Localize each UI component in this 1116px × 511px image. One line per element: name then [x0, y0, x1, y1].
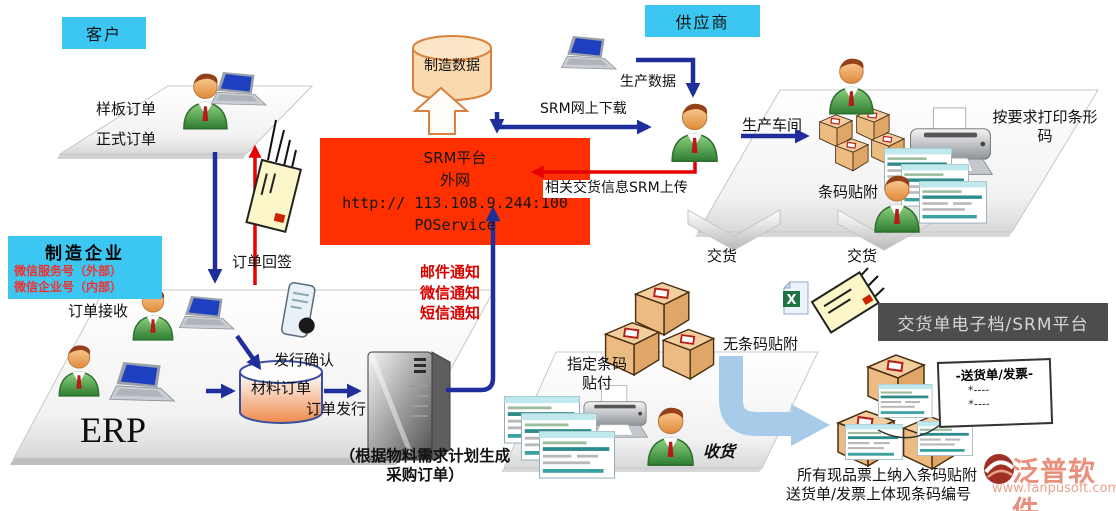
logo-url: www.fanpusoft.com — [992, 481, 1116, 496]
order-signback-label: 订单回签 — [232, 253, 293, 271]
bottom-note-line2: 送货单/发票上体现条码编号 — [786, 485, 972, 503]
srm-download-label: SRM网上下载 — [540, 101, 627, 117]
envelope-icon — [810, 267, 885, 334]
delivery-label-left: 交货 — [707, 247, 738, 265]
wechat-enterprise-label: 微信企业号（内部） — [14, 279, 123, 294]
mfg-database-label: 制造数据 — [424, 58, 480, 74]
flow-arrow-lightblue — [719, 356, 830, 446]
envelope-icon — [245, 119, 303, 233]
excel-file-icon — [782, 281, 809, 315]
person-icon — [829, 57, 874, 115]
up-arrow-icon — [412, 86, 470, 135]
srm-upload-label: 相关交货信息SRM上传 — [543, 180, 690, 198]
document-form-icon — [844, 423, 903, 460]
production-data-label: 生产数据 — [620, 74, 676, 90]
chevron-down-icon — [687, 209, 781, 251]
order-receive-label: 订单接收 — [68, 302, 129, 320]
laptop-icon — [561, 35, 617, 70]
invoice-note: -送货单/发票- *---- *---- — [936, 358, 1054, 428]
manufacturer-title-box: 制造企业 微信服务号（外部） 微信企业号（内部） — [8, 236, 162, 300]
srm-service: POService — [414, 216, 496, 234]
logo-text: 泛普软件 — [1012, 457, 1096, 511]
print-barcode-label-line1: 按要求打印条形 — [992, 108, 1098, 126]
srm-extranet-text: SRM平台 外网 http:// 113.108.9.244:100 POSer… — [320, 138, 590, 245]
po-note-line2: 采购订单） — [386, 466, 464, 484]
person-icon — [671, 103, 718, 162]
bottom-note-line1: 所有现品票上纳入条码贴附 — [797, 466, 978, 484]
srm-line2: 外网 — [439, 171, 470, 189]
notify-mail-label: 邮件通知 — [420, 263, 481, 281]
srm-url: http:// 113.108.9.244:100 — [342, 193, 568, 212]
wechat-service-label: 微信服务号（外部） — [14, 264, 123, 278]
sample-order-label: 样板订单 — [96, 100, 157, 118]
no-barcode-label: 无条码贴附 — [723, 335, 799, 353]
logo-icon — [984, 454, 1015, 484]
material-order-cylinder — [239, 360, 323, 424]
invoice-row2: *---- — [968, 397, 990, 412]
customer-title-box: 客户 — [62, 17, 146, 49]
notify-sms-label: 短信通知 — [420, 304, 481, 322]
document-form-icon — [878, 383, 933, 419]
manufacturer-title: 制造企业 — [45, 244, 125, 264]
designated-barcode-line1: 指定条码 — [566, 355, 627, 373]
print-barcode-label-line2: 码 — [1037, 126, 1053, 145]
material-order-label: 材料订单 — [250, 379, 311, 397]
issue-confirm-label: 发行确认 — [274, 351, 335, 369]
srm-line1: SRM平台 — [423, 148, 487, 167]
barcode-attach-label: 条码贴附 — [818, 183, 879, 201]
smartphone-icon — [281, 282, 316, 338]
formal-order-label: 正式订单 — [96, 130, 157, 148]
invoice-title: -送货单/发票- — [955, 365, 1034, 384]
delivery-doc-box: 交货单电子档/SRM平台 — [878, 303, 1108, 341]
po-note-line1: （根据物料需求计划生成 — [339, 447, 511, 465]
supplier-title-box: 供应商 — [645, 5, 760, 37]
erp-label: ERP — [80, 410, 147, 450]
flow-arrows-navy — [206, 57, 810, 399]
server-icon — [367, 351, 451, 461]
receive-goods-label: 收货 — [703, 442, 736, 461]
order-issue-label: 订单发行 — [306, 400, 367, 418]
notify-wechat-label: 微信通知 — [420, 283, 481, 302]
designated-barcode-line2: 贴付 — [581, 374, 612, 392]
delivery-label-right: 交货 — [847, 247, 878, 265]
production-workshop-label: 生产车间 — [742, 116, 803, 134]
